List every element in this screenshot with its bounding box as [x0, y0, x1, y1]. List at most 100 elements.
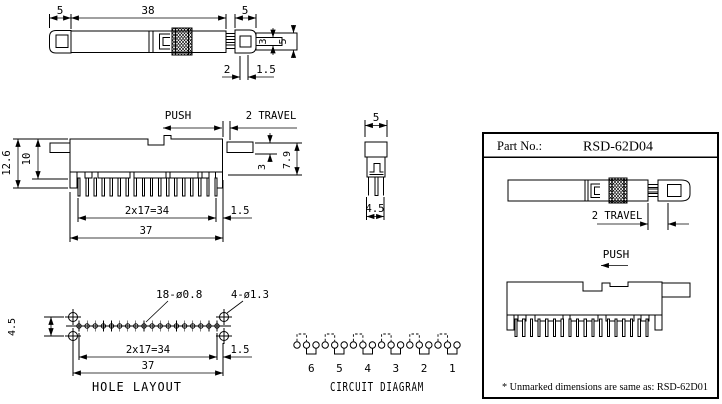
terminal	[340, 341, 348, 349]
part-box-note: * Unmarked dimensions are same as: RSD-6…	[502, 381, 708, 393]
standoff	[133, 171, 167, 179]
pin	[560, 318, 564, 337]
small-hole	[206, 323, 212, 329]
box-push-label: PUSH	[603, 248, 630, 261]
terminal	[302, 341, 311, 349]
dim-body-width: 37	[140, 225, 153, 237]
box-front-body	[506, 281, 663, 316]
contact-link	[306, 348, 317, 355]
big-hole	[219, 312, 229, 322]
dim-offset: 1.5	[256, 63, 276, 76]
top-view-right-end-hole	[239, 35, 252, 48]
dim-travel: 2	[224, 63, 231, 76]
contact-link	[447, 348, 458, 355]
box-standoff-tab	[517, 314, 527, 322]
position-number: 6	[308, 362, 315, 375]
terminal	[396, 341, 405, 349]
box-standoff	[534, 314, 564, 322]
dim-right-width: 5	[242, 4, 249, 17]
slider-knob-knurl	[171, 27, 193, 56]
top-view-shaft-slot	[256, 37, 283, 46]
dim-hole-edge: 1.5	[231, 344, 250, 356]
hole-layout-title: HOLE LAYOUT	[92, 380, 182, 394]
front-view-left-tab	[49, 142, 71, 153]
big-hole	[219, 331, 229, 341]
pin	[599, 318, 603, 337]
side-view-inner-plunger	[369, 163, 384, 173]
dim-body-width: 38	[141, 4, 154, 17]
circuit-diagram-title: CIRCUIT DIAGRAM	[330, 380, 424, 394]
pin	[166, 177, 170, 197]
pin	[622, 318, 626, 337]
terminal	[359, 341, 367, 349]
dim-hole-pitch: 2x17=34	[126, 344, 170, 356]
front-view: 12.6 10 PUSH 2 TRAVEL 3 7.9 2x17=34 37 1…	[1, 109, 302, 242]
alternate-contact-link	[324, 333, 336, 342]
pin	[529, 318, 533, 337]
box-front-pins	[514, 318, 649, 337]
pin	[93, 177, 97, 197]
small-holes-label: 18-ø0.8	[156, 288, 202, 301]
dim-side-base-width: 4.5	[366, 203, 385, 215]
box-top-end-hole	[667, 184, 682, 197]
box-slider-bracket-inner	[594, 186, 600, 195]
part-no-label: Part No.:	[497, 139, 542, 153]
pin	[77, 177, 81, 197]
small-hole	[125, 323, 131, 329]
small-hole	[165, 323, 172, 329]
small-hole	[141, 323, 147, 329]
big-holes	[65, 309, 232, 344]
pin	[198, 177, 202, 197]
box-corner-hook	[654, 314, 663, 331]
dim-upper-height: 7.9	[282, 151, 293, 169]
terminal	[293, 341, 301, 349]
box-terminal-prong	[647, 188, 659, 193]
part-no-value: RSD-62D04	[583, 140, 653, 155]
top-view-shaft	[255, 32, 298, 51]
terminal-prong	[225, 44, 236, 49]
small-hole	[157, 323, 163, 329]
alternate-contact-link	[381, 333, 392, 342]
front-view-pins	[77, 177, 218, 197]
pin	[606, 318, 610, 337]
side-view: 5 4.5	[364, 111, 388, 220]
pin	[614, 318, 618, 337]
terminal-prong	[225, 33, 236, 38]
small-hole	[133, 323, 139, 329]
small-hole	[198, 323, 204, 329]
position-number: 1	[449, 362, 456, 375]
part-box-front-view	[506, 281, 691, 337]
terminal	[349, 341, 358, 349]
small-hole	[181, 323, 188, 329]
box-slider-knob-knurl	[608, 177, 628, 204]
big-hole	[68, 312, 78, 322]
front-view-body	[69, 135, 223, 173]
pin	[568, 318, 572, 337]
contact-link	[362, 348, 373, 355]
pin	[583, 318, 587, 337]
standoff	[169, 171, 199, 179]
small-hole	[108, 323, 115, 329]
dim-row-spacing: 4.5	[7, 318, 18, 336]
small-hole	[214, 323, 220, 329]
pin	[522, 318, 526, 337]
small-hole	[100, 323, 107, 329]
big-hole	[68, 331, 78, 341]
position-number: 3	[393, 362, 400, 375]
dim-left-width: 5	[57, 4, 64, 17]
alternate-contact-link	[409, 333, 420, 342]
top-view-left-end-cap	[49, 30, 72, 54]
top-view: 5 38 5 3 5 2 1.5	[49, 4, 298, 80]
terminal	[425, 341, 433, 349]
dim-pin-pitch: 2x17=34	[125, 205, 169, 217]
dim-slot-height: 3	[258, 38, 269, 44]
dim-side-width: 5	[373, 111, 380, 124]
pin	[141, 177, 146, 197]
terminal	[377, 341, 386, 349]
dim-knob-height: 3	[257, 164, 268, 170]
pin	[101, 177, 105, 197]
pin	[576, 318, 580, 337]
pin	[174, 177, 178, 197]
